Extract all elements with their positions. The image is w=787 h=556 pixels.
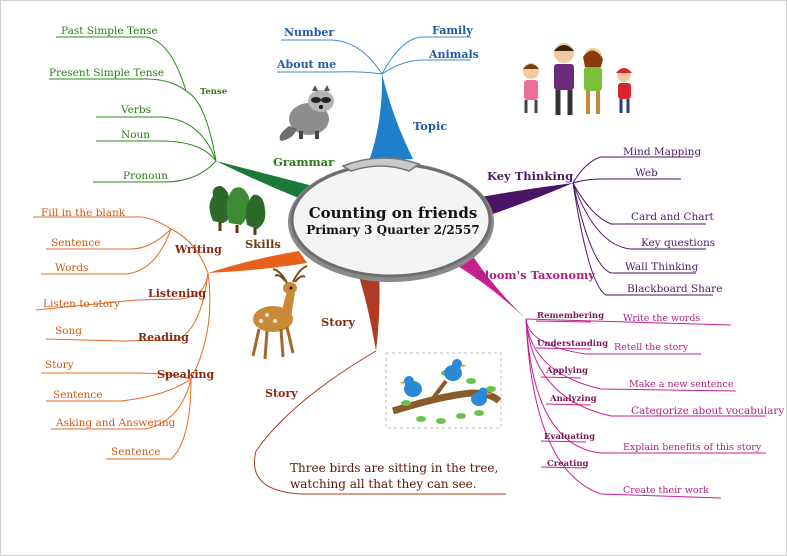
skills-branch xyxy=(208,251,307,273)
key-thinking-leaf-mind-mapping: Mind Mapping xyxy=(623,146,702,158)
blooms-level-applying: Applying xyxy=(546,366,589,376)
grammar-leaf-verbs: Verbs xyxy=(121,104,151,116)
key-thinking-leaf-wall-thinking: Wall Thinking xyxy=(625,261,699,273)
writing-leaf-fill-in-the-blank: Fill in the blank xyxy=(41,207,126,219)
blooms-level-understanding: Understanding xyxy=(537,339,609,349)
trees-illustration xyxy=(209,186,266,235)
speaking-label: Speaking xyxy=(157,368,215,381)
birds-on-branch-illustration xyxy=(385,352,502,429)
writing-leaf-words: Words xyxy=(55,262,89,274)
story-text-line-2: watching all that they can see. xyxy=(290,477,477,492)
speaking-leaf-sentence-2: Sentence xyxy=(111,446,161,458)
reading-leaf-song: Song xyxy=(55,325,82,337)
topic-leaf-animals: Animals xyxy=(429,48,479,61)
story-label: Story xyxy=(321,315,356,329)
skills-label: Skills xyxy=(245,237,281,251)
blooms-task-applying: Make a new sentence xyxy=(629,379,734,390)
listening-leaf-listen-to-story: Listen to story xyxy=(43,298,121,310)
blooms-level-analyzing: Analyzing xyxy=(550,394,597,404)
story-connector xyxy=(254,350,506,495)
grammar-connectors xyxy=(49,36,217,183)
story-branch xyxy=(358,273,380,351)
reading-label: Reading xyxy=(138,331,189,344)
grammar-leaf-pronoun: Pronoun xyxy=(123,170,169,182)
writing-leaf-sentence: Sentence xyxy=(51,237,101,249)
blooms-task-analyzing: Categorize about vocabulary xyxy=(631,405,785,417)
key-thinking-leaf-key-questions: Key questions xyxy=(641,237,716,249)
blooms-label: Bloom's Taxonomy xyxy=(475,268,595,282)
family-illustration xyxy=(523,43,632,115)
grammar-leaf-past-simple: Past Simple Tense xyxy=(61,25,158,37)
blooms-branch xyxy=(453,247,526,319)
topic-label: Topic xyxy=(413,119,448,133)
blooms-level-creating: Creating xyxy=(547,459,589,469)
central-stone xyxy=(288,157,494,282)
raccoon-illustration xyxy=(279,85,334,141)
blooms-task-understanding: Retell the story xyxy=(614,342,689,353)
topic-leaf-about-me: About me xyxy=(277,58,337,71)
central-subtitle: Primary 3 Quarter 2/2557 xyxy=(306,223,480,237)
tense-label: Tense xyxy=(200,87,228,97)
key-thinking-leaf-blackboard-share: Blackboard Share xyxy=(627,283,723,295)
key-thinking-label: Key Thinking xyxy=(487,169,574,183)
skills-connectors xyxy=(33,216,211,460)
listening-label: Listening xyxy=(148,287,207,300)
topic-connectors xyxy=(277,36,471,75)
topic-branch xyxy=(369,74,413,161)
story-text-line-1: Three birds are sitting in the tree, xyxy=(290,461,499,475)
grammar-leaf-present-simple: Present Simple Tense xyxy=(49,67,165,79)
blooms-task-remembering: Write the words xyxy=(623,313,701,324)
grammar-label: Grammar xyxy=(273,155,335,169)
topic-leaf-family: Family xyxy=(432,24,473,37)
writing-label: Writing xyxy=(175,243,222,256)
key-thinking-connectors xyxy=(572,156,713,296)
blooms-level-evaluating: Evaluating xyxy=(544,432,596,442)
topic-leaf-number: Number xyxy=(284,26,335,39)
key-thinking-leaf-card-and-chart: Card and Chart xyxy=(631,211,714,223)
blooms-connectors xyxy=(525,318,766,499)
blooms-level-remembering: Remembering xyxy=(537,311,605,321)
blooms-task-evaluating: Explain benefits of this story xyxy=(623,442,762,453)
grammar-leaf-noun: Noun xyxy=(121,129,151,141)
speaking-leaf-story: Story xyxy=(45,359,74,371)
story-text: Three birds are sitting in the tree, wat… xyxy=(290,460,498,492)
key-thinking-branch xyxy=(481,183,573,216)
speaking-leaf-asking-and-answering: Asking and Answering xyxy=(56,417,176,429)
deer-illustration xyxy=(251,265,308,360)
key-thinking-leaf-web: Web xyxy=(635,167,658,179)
grammar-branch xyxy=(216,161,313,201)
skills-story-label: Story xyxy=(265,387,298,400)
speaking-leaf-sentence-1: Sentence xyxy=(53,389,103,401)
central-title: Counting on friends xyxy=(308,204,478,222)
blooms-task-creating: Create their work xyxy=(623,485,709,496)
